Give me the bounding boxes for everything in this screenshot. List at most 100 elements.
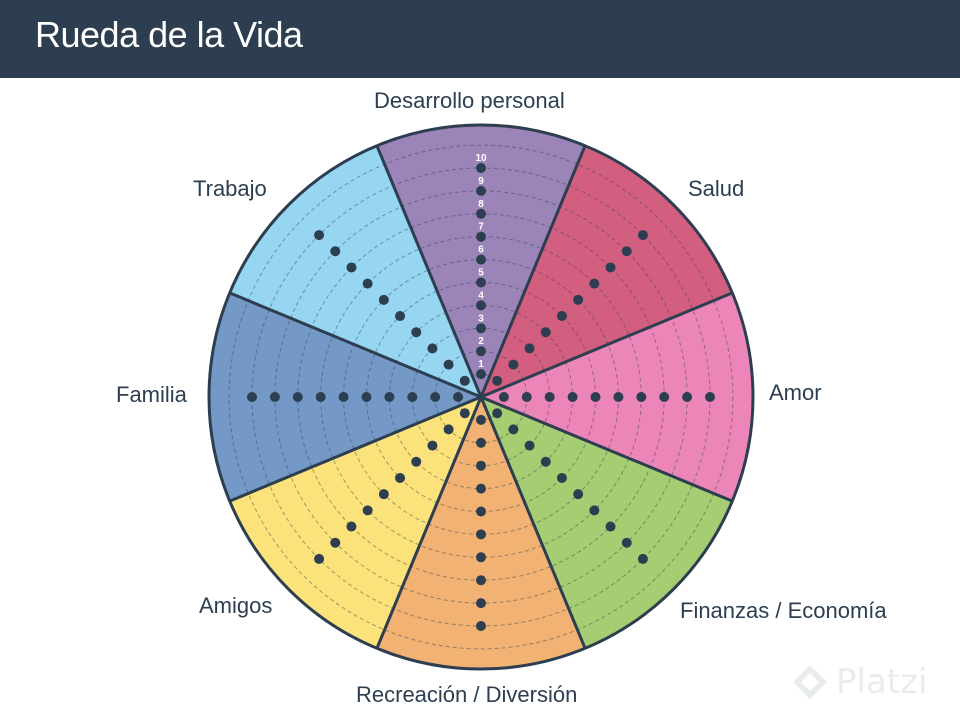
score-dot xyxy=(492,375,503,386)
wheel-spoke xyxy=(375,145,483,398)
score-dot xyxy=(659,392,670,402)
score-dot xyxy=(292,392,303,402)
score-dot xyxy=(508,359,519,370)
score-dot xyxy=(476,575,486,586)
score-dot xyxy=(476,460,486,471)
wheel-spoke xyxy=(229,395,482,503)
scale-label: 9 xyxy=(478,176,484,187)
score-dot xyxy=(427,343,438,354)
score-dot xyxy=(476,506,486,517)
score-dot xyxy=(524,440,535,451)
score-dot xyxy=(411,327,422,338)
scale-label: 1 xyxy=(478,359,484,370)
scale-label: 3 xyxy=(478,313,484,324)
score-dot xyxy=(361,392,372,402)
segment-label-amigos: Amigos xyxy=(199,593,273,618)
platzi-watermark: Platzi xyxy=(790,662,927,702)
score-dot xyxy=(682,392,693,402)
score-dot xyxy=(443,424,454,435)
score-dot xyxy=(508,424,519,435)
score-dot xyxy=(459,375,470,386)
score-dot xyxy=(378,294,389,305)
score-dot xyxy=(476,621,486,631)
score-dot xyxy=(476,552,486,563)
score-dot xyxy=(636,392,647,402)
score-dot xyxy=(314,230,325,241)
scale-label: 8 xyxy=(478,199,484,210)
score-dot xyxy=(346,262,357,273)
watermark-text: Platzi xyxy=(836,662,928,702)
score-dot xyxy=(476,483,486,494)
score-dot xyxy=(476,323,486,334)
score-dot xyxy=(269,392,280,402)
wheel-spoke xyxy=(480,395,733,503)
score-dot xyxy=(637,553,648,564)
score-dot xyxy=(621,537,632,548)
score-dot xyxy=(411,456,422,467)
header-bar: Rueda de la Vida xyxy=(0,0,960,78)
score-dot xyxy=(427,440,438,451)
score-dot xyxy=(613,392,624,402)
scale-label: 10 xyxy=(475,153,487,164)
score-dot xyxy=(540,327,551,338)
score-dot xyxy=(705,392,715,402)
score-dot xyxy=(315,392,326,402)
scale-label: 5 xyxy=(478,268,484,279)
segment-label-familia: Familia xyxy=(116,382,187,407)
score-dot xyxy=(476,598,486,609)
score-dot xyxy=(476,185,486,196)
score-dot xyxy=(247,392,257,402)
scale-label: 2 xyxy=(478,336,484,347)
score-dot xyxy=(590,392,601,402)
wheel-spoke xyxy=(480,291,733,399)
score-dot xyxy=(453,392,464,402)
score-dot xyxy=(338,392,349,402)
score-dot xyxy=(407,392,418,402)
segment-label-desarrollo-personal: Desarrollo personal xyxy=(374,88,565,113)
score-dot xyxy=(476,254,486,265)
score-dot xyxy=(476,369,486,380)
wheel-spoke xyxy=(229,291,482,399)
score-dot xyxy=(521,392,532,402)
score-dot xyxy=(476,529,486,540)
score-dot xyxy=(492,408,503,419)
scale-label: 6 xyxy=(478,245,484,256)
page-title: Rueda de la Vida xyxy=(35,14,303,55)
segment-label-salud: Salud xyxy=(688,176,745,201)
score-dot xyxy=(573,294,584,305)
segment-label-trabajo: Trabajo xyxy=(193,176,267,201)
score-dot xyxy=(459,408,470,419)
score-dot xyxy=(476,163,486,173)
score-dot xyxy=(384,392,395,402)
score-dot xyxy=(430,392,441,402)
score-dot xyxy=(395,311,406,322)
scale-label: 7 xyxy=(478,222,484,233)
score-dot xyxy=(556,311,567,322)
wheel-spoke xyxy=(375,396,483,649)
score-dot xyxy=(589,278,600,289)
score-dot xyxy=(476,208,486,219)
score-dot xyxy=(567,392,578,402)
guide-ring xyxy=(228,144,734,650)
segment-label-finanzas: Finanzas / Economía xyxy=(680,598,887,623)
score-dot xyxy=(476,277,486,288)
score-dot xyxy=(395,472,406,483)
score-dot xyxy=(621,246,632,257)
score-dot xyxy=(540,456,551,467)
segment-label-amor: Amor xyxy=(769,380,822,405)
score-dot xyxy=(573,489,584,500)
score-dot xyxy=(605,262,616,273)
wheel-spoke xyxy=(479,145,587,398)
platzi-logo-icon xyxy=(793,665,827,699)
score-dot xyxy=(476,346,486,357)
score-dot xyxy=(362,505,373,516)
score-dot xyxy=(443,359,454,370)
score-dot xyxy=(476,231,486,242)
score-dot xyxy=(330,246,341,257)
score-dot xyxy=(637,230,648,241)
score-dot xyxy=(378,489,389,500)
score-dot xyxy=(544,392,555,402)
wheel-outline xyxy=(207,123,755,671)
score-dot xyxy=(524,343,535,354)
